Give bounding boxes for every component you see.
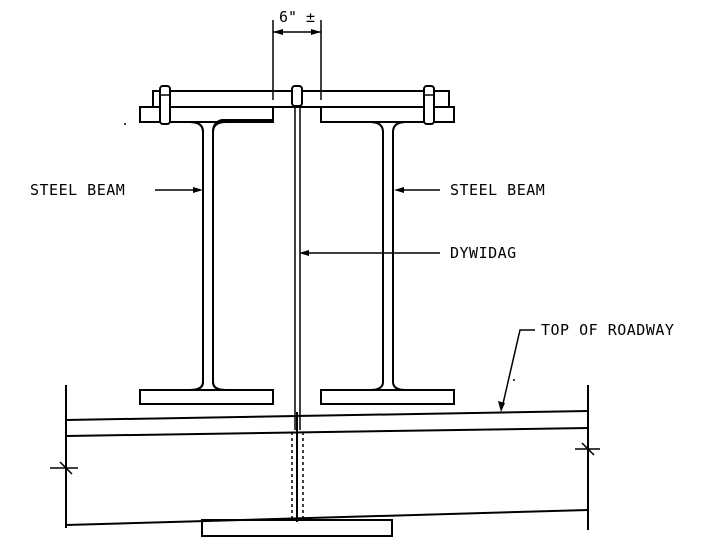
top-cross-plate xyxy=(139,85,455,125)
left-steel-beam xyxy=(139,119,274,405)
right-steel-beam xyxy=(320,121,455,405)
dimension-6in: 6" ± xyxy=(272,8,322,100)
slab-top-line xyxy=(65,410,589,421)
left-beam-bottom-flange xyxy=(139,389,274,405)
dimension-arrow-right xyxy=(311,29,321,35)
left-beam-label: STEEL BEAM xyxy=(30,181,125,199)
rod-nut xyxy=(291,85,303,107)
break-symbol-left xyxy=(50,461,78,475)
right-beam-label: STEEL BEAM xyxy=(450,181,545,199)
dywidag-rod xyxy=(291,106,304,522)
roadway-slab xyxy=(50,385,600,537)
callouts: STEEL BEAM STEEL BEAM DYWIDAG TOP OF ROA… xyxy=(30,123,674,412)
bolt-left xyxy=(159,85,171,125)
bolt-right xyxy=(423,85,435,125)
dimension-label: 6" ± xyxy=(279,8,315,26)
slab-top-line-2 xyxy=(65,427,589,437)
roadway-label: TOP OF ROADWAY xyxy=(541,321,674,339)
left-beam-shape xyxy=(139,119,274,405)
roadway-leader xyxy=(501,329,535,409)
rod-label: DYWIDAG xyxy=(450,244,517,262)
dimension-arrow-left xyxy=(273,29,283,35)
bearing-pad xyxy=(201,519,393,537)
cross-plate-right xyxy=(320,106,455,123)
break-symbol-right xyxy=(575,442,600,456)
right-beam-bottom-flange xyxy=(320,389,455,405)
slab-bottom-line xyxy=(65,509,589,526)
